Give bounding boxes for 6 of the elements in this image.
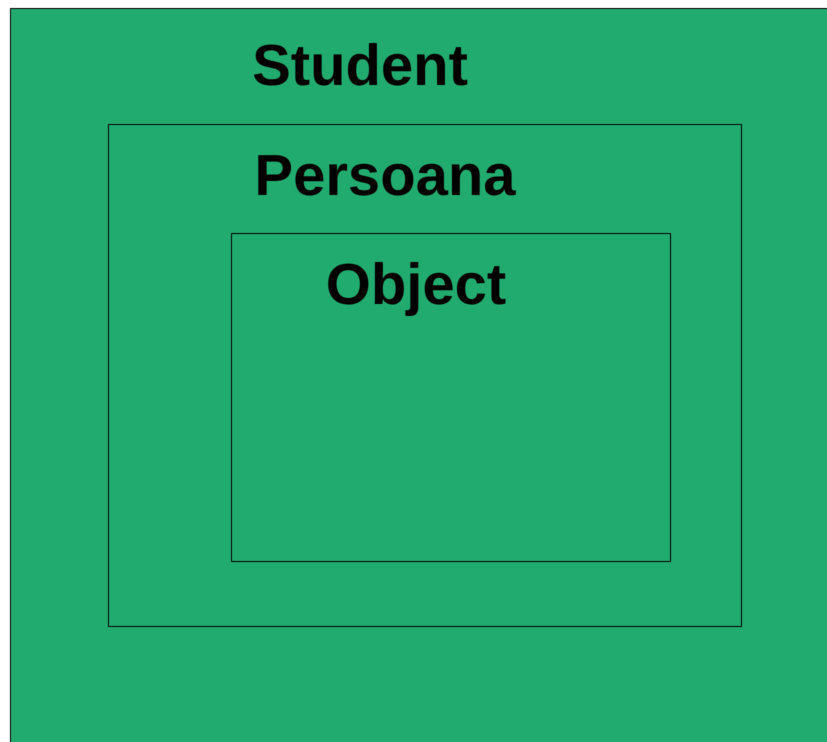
box-title: Object — [326, 252, 506, 317]
nested-box — [231, 233, 671, 562]
box-title: Persoana — [254, 143, 516, 208]
nested-box — [108, 124, 742, 627]
box-title: Student — [252, 33, 468, 98]
nested-box — [10, 8, 827, 742]
